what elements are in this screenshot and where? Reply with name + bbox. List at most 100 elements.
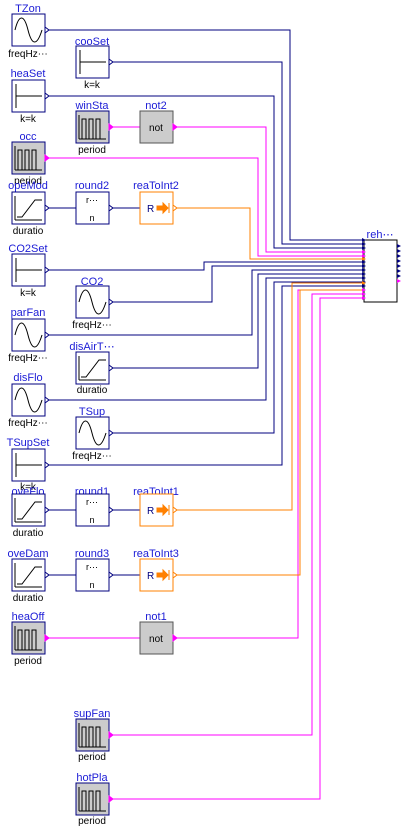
output-port-icon bbox=[44, 92, 50, 100]
reh-output-ports bbox=[397, 244, 401, 283]
block-round3[interactable]: round3 r⋯ n bbox=[75, 548, 114, 592]
reatoint2-label: reaToInt2 bbox=[133, 180, 179, 192]
wire-tsup-reh bbox=[109, 281, 364, 434]
block-cooset[interactable]: cooSet k=k bbox=[75, 36, 114, 91]
ramp-icon bbox=[78, 356, 106, 381]
round2-box bbox=[75, 191, 110, 225]
boolean-port-icon bbox=[44, 634, 50, 642]
output-port-icon bbox=[108, 506, 114, 514]
sine-icon bbox=[14, 17, 43, 43]
output-port-icon bbox=[108, 429, 114, 437]
block-co2[interactable]: CO2 freqHz⋯ bbox=[72, 276, 114, 331]
block-not2[interactable]: not2 not bbox=[139, 100, 178, 144]
round2-inner-top: r⋯ bbox=[86, 195, 98, 205]
constant-icon bbox=[79, 50, 106, 74]
block-ovedam[interactable]: oveDam duratio bbox=[8, 548, 50, 604]
wire-disflo-reh bbox=[45, 277, 364, 401]
not2-box bbox=[139, 110, 174, 144]
not1-label: not1 bbox=[145, 611, 166, 623]
constant-icon bbox=[15, 84, 42, 108]
round2-label: round2 bbox=[75, 180, 109, 192]
output-port-icon bbox=[108, 298, 114, 306]
reh-label: reh⋯ bbox=[367, 229, 394, 241]
wire-heaset-reh bbox=[45, 95, 364, 249]
parfan-param: freqHz⋯ bbox=[8, 353, 47, 364]
output-port-icon bbox=[44, 266, 50, 274]
block-reh[interactable]: reh⋯ bbox=[362, 229, 401, 303]
wire-supfan-reh bbox=[109, 293, 364, 736]
block-round1[interactable]: round1 r⋯ n bbox=[75, 486, 114, 527]
block-heaset[interactable]: heaSet k=k bbox=[11, 68, 50, 125]
round3-inner-bottom: n bbox=[89, 580, 94, 590]
integer-port-icon bbox=[172, 506, 178, 514]
occ-param: period bbox=[14, 176, 42, 187]
tzon-param: freqHz⋯ bbox=[8, 49, 47, 60]
round3-box bbox=[75, 558, 110, 592]
block-hotpla[interactable]: hotPla period bbox=[75, 772, 114, 827]
block-tsupset[interactable]: TSupSet k=k bbox=[7, 437, 50, 493]
output-port-icon bbox=[108, 364, 114, 372]
co2set-label: CO2Set bbox=[8, 243, 47, 255]
block-reatoint1[interactable]: reaToInt1 R bbox=[133, 486, 179, 527]
block-opemod[interactable]: opeMod duratio bbox=[8, 180, 50, 237]
constant-icon bbox=[15, 453, 42, 477]
occ-label: occ bbox=[19, 131, 37, 143]
reh-box bbox=[363, 239, 398, 303]
block-tsup[interactable]: TSup freqHz⋯ bbox=[72, 406, 114, 462]
round3-inner-top: r⋯ bbox=[86, 562, 98, 572]
sine-icon bbox=[78, 420, 107, 446]
block-occ[interactable]: occ period bbox=[11, 131, 50, 187]
wire-reatoint2-reh bbox=[173, 207, 364, 260]
disairt-label: disAirT⋯ bbox=[69, 341, 114, 353]
block-parfan[interactable]: parFan freqHz⋯ bbox=[8, 307, 50, 364]
round1-inner-bottom: n bbox=[89, 515, 94, 525]
reh-input-ports bbox=[362, 238, 366, 300]
ovedam-label: oveDam bbox=[8, 548, 49, 560]
output-port-icon bbox=[44, 461, 50, 469]
wire-parfan-reh bbox=[45, 269, 364, 336]
tsupset-label: TSupSet bbox=[7, 437, 50, 449]
opemod-label: opeMod bbox=[8, 180, 48, 192]
pulse-icon bbox=[78, 787, 106, 812]
output-port-icon bbox=[44, 396, 50, 404]
supfan-label: supFan bbox=[74, 708, 111, 720]
wire-tzon-reh bbox=[45, 29, 364, 241]
output-port-icon bbox=[44, 26, 50, 34]
sine-icon bbox=[14, 387, 43, 413]
block-reatoint2[interactable]: reaToInt2 R bbox=[133, 180, 179, 225]
ramp-icon bbox=[14, 563, 42, 588]
connections bbox=[45, 29, 364, 800]
output-port-icon bbox=[44, 331, 50, 339]
block-oveflo[interactable]: oveFlo duratio bbox=[11, 486, 50, 539]
output-port-icon bbox=[44, 571, 50, 579]
tsup-param: freqHz⋯ bbox=[72, 451, 111, 462]
co2set-param: k=k bbox=[20, 288, 37, 299]
tsup-label: TSup bbox=[79, 406, 105, 418]
block-tzon[interactable]: TZon freqHz⋯ bbox=[8, 3, 50, 60]
cooset-param: k=k bbox=[84, 80, 101, 91]
block-not1[interactable]: not1 not bbox=[139, 611, 178, 655]
boolean-port-icon bbox=[172, 634, 178, 642]
block-supfan[interactable]: supFan period bbox=[74, 708, 114, 763]
block-disflo[interactable]: disFlo freqHz⋯ bbox=[8, 372, 50, 429]
pulse-icon bbox=[14, 146, 42, 171]
block-co2set[interactable]: CO2Set k=k bbox=[8, 243, 50, 299]
block-round2[interactable]: round2 r⋯ n bbox=[75, 180, 114, 225]
tzon-label: TZon bbox=[15, 3, 41, 15]
output-port-icon bbox=[108, 571, 114, 579]
not1-box bbox=[139, 621, 174, 655]
reatoint2-inner: R bbox=[147, 204, 154, 215]
constant-icon bbox=[15, 258, 42, 282]
ramp-icon bbox=[14, 498, 42, 523]
cooset-label: cooSet bbox=[75, 36, 109, 48]
wire-hotpla-reh bbox=[109, 297, 364, 800]
wire-reatoint3-reh bbox=[173, 289, 364, 576]
block-heaoff[interactable]: heaOff period bbox=[11, 611, 50, 667]
wire-not2-reh bbox=[173, 126, 364, 253]
block-winsta[interactable]: winSta period bbox=[74, 100, 114, 156]
hotpla-label: hotPla bbox=[76, 772, 108, 784]
block-disairt[interactable]: disAirT⋯ duratio bbox=[69, 341, 114, 396]
block-reatoint3[interactable]: reaToInt3 R bbox=[133, 548, 179, 592]
wire-occ-reh bbox=[45, 157, 364, 257]
wire-cooset-reh bbox=[109, 61, 364, 245]
